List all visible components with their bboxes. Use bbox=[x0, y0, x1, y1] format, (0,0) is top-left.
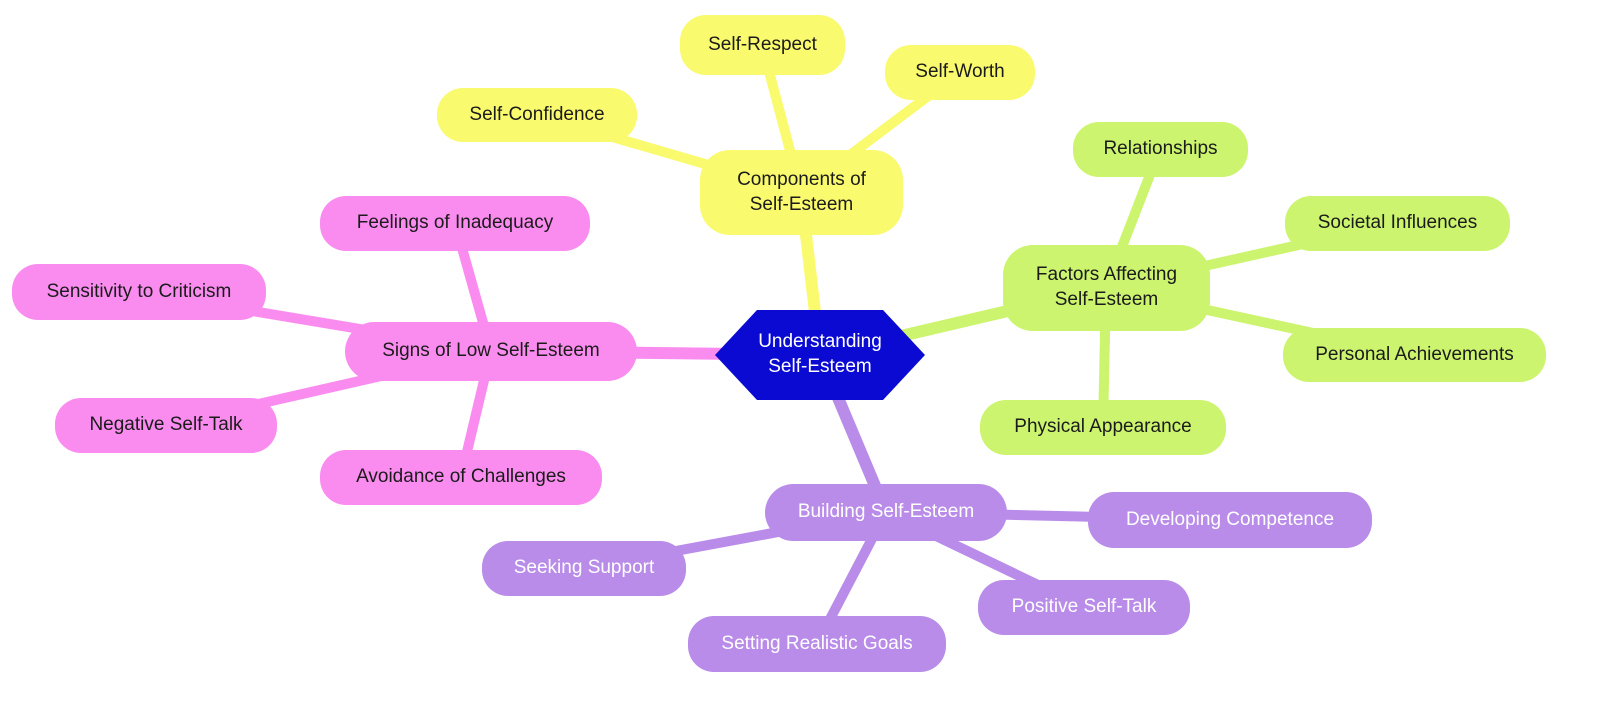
node-building-self-esteem: Building Self-Esteem bbox=[765, 484, 1007, 541]
node-label: Seeking Support bbox=[513, 557, 655, 579]
node-signs-of-low-self-esteem: Signs of Low Self-Esteem bbox=[345, 322, 637, 381]
node-label: Relationships bbox=[1103, 138, 1218, 160]
node-avoidance-of-challenges: Avoidance of Challenges bbox=[320, 450, 602, 505]
node-sensitivity-to-criticism: Sensitivity to Criticism bbox=[12, 264, 266, 320]
node-label: Components of Self-Esteem bbox=[737, 168, 866, 215]
node-societal-influences: Societal Influences bbox=[1285, 196, 1510, 251]
node-personal-achievements: Personal Achievements bbox=[1283, 328, 1546, 382]
node-physical-appearance: Physical Appearance bbox=[980, 400, 1226, 455]
node-label: Self-Respect bbox=[708, 33, 817, 55]
node-components-of-self-esteem: Components of Self-Esteem bbox=[700, 150, 903, 235]
node-label: Building Self-Esteem bbox=[797, 501, 975, 523]
node-factors-affecting-self-esteem: Factors Affecting Self-Esteem bbox=[1003, 245, 1210, 331]
node-label: Self-Worth bbox=[915, 61, 1005, 83]
node-developing-competence: Developing Competence bbox=[1088, 492, 1372, 548]
node-label: Signs of Low Self-Esteem bbox=[382, 340, 600, 362]
node-label: Feelings of Inadequacy bbox=[356, 212, 554, 234]
node-label: Setting Realistic Goals bbox=[721, 632, 913, 654]
node-label: Developing Competence bbox=[1125, 508, 1335, 530]
node-negative-self-talk: Negative Self-Talk bbox=[55, 398, 277, 453]
node-setting-realistic-goals: Setting Realistic Goals bbox=[688, 616, 946, 672]
node-label: Personal Achievements bbox=[1315, 343, 1514, 365]
node-self-worth: Self-Worth bbox=[885, 45, 1035, 100]
node-positive-self-talk: Positive Self-Talk bbox=[978, 580, 1190, 635]
node-self-confidence: Self-Confidence bbox=[437, 88, 637, 142]
node-label: Self-Confidence bbox=[469, 103, 605, 125]
node-label: Understanding Self-Esteem bbox=[758, 331, 882, 377]
node-feelings-of-inadequacy: Feelings of Inadequacy bbox=[320, 196, 590, 251]
node-understanding-self-esteem: Understanding Self-Esteem bbox=[715, 310, 925, 400]
node-relationships: Relationships bbox=[1073, 122, 1248, 177]
node-label: Sensitivity to Criticism bbox=[46, 280, 232, 302]
node-label: Negative Self-Talk bbox=[89, 414, 243, 436]
node-label: Societal Influences bbox=[1317, 212, 1478, 234]
node-self-respect: Self-Respect bbox=[680, 15, 845, 75]
node-label: Physical Appearance bbox=[1014, 416, 1192, 438]
node-label: Positive Self-Talk bbox=[1011, 596, 1157, 618]
node-seeking-support: Seeking Support bbox=[482, 541, 686, 596]
node-label: Factors Affecting Self-Esteem bbox=[1035, 264, 1178, 310]
node-label: Avoidance of Challenges bbox=[356, 466, 566, 488]
